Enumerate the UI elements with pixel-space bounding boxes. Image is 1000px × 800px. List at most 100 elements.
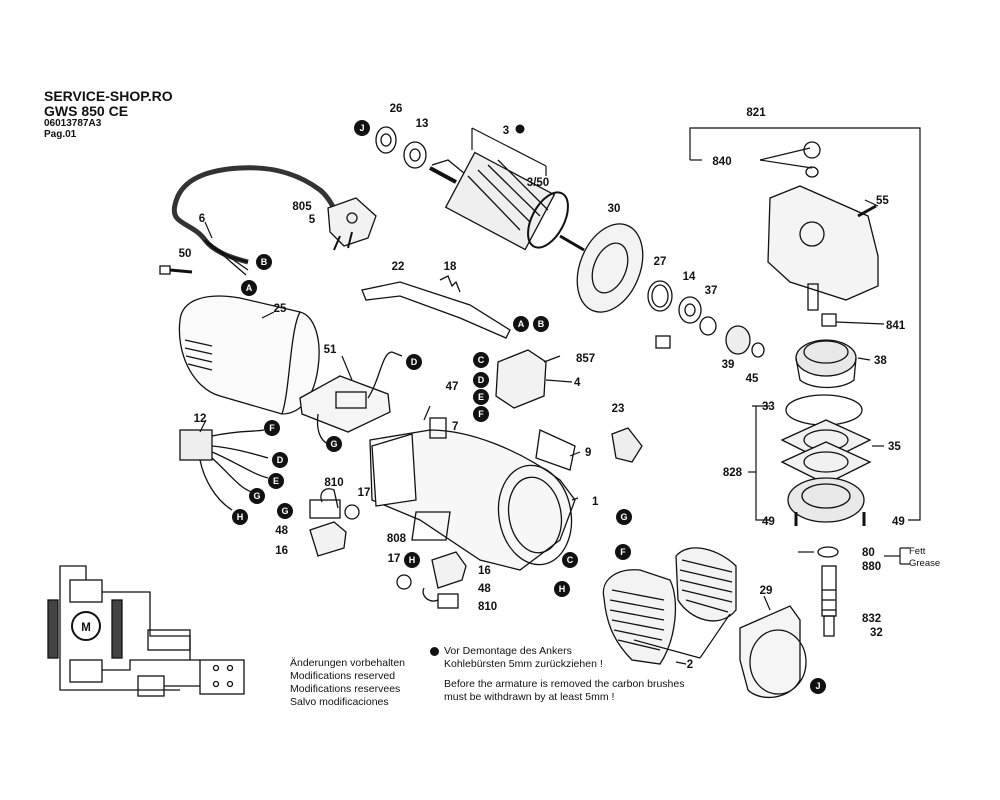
callout-49: 49: [762, 516, 775, 528]
connector-f: F: [478, 409, 484, 419]
connector-markers: B A J D G F D E G H G A B C D E F H G F …: [232, 120, 826, 694]
connector-g: G: [253, 491, 260, 501]
callout-4: 4: [574, 377, 581, 389]
callout-27: 27: [654, 256, 667, 268]
callout-857: 857: [576, 353, 595, 365]
callout-32: 32: [870, 627, 883, 639]
modifications-fr: Modifications reservees: [290, 683, 401, 695]
modifications-es: Salvo modificaciones: [290, 696, 389, 708]
connector-d: D: [411, 357, 418, 367]
connector-a: A: [246, 283, 253, 293]
bearing-part: [375, 126, 427, 169]
part-callouts: 26 13 3 3/50 30 805 5 6 50 22 18 25 51 2…: [179, 103, 906, 671]
connector-c: C: [567, 555, 574, 565]
callout-55: 55: [876, 195, 889, 207]
switch-lever-part: [361, 275, 511, 339]
connector-e: E: [478, 392, 484, 402]
connector-h: H: [237, 512, 244, 522]
field-coil-part: [602, 547, 737, 665]
power-cable-part: [171, 165, 343, 276]
callout-2: 2: [687, 659, 693, 671]
callout-808: 808: [387, 533, 407, 545]
callout-5: 5: [309, 214, 316, 226]
bevel-gear-part: [795, 339, 857, 389]
callout-832: 832: [862, 613, 881, 625]
callout-25: 25: [274, 303, 287, 315]
warning-de-line1: Vor Demontage des Ankers: [444, 645, 572, 657]
plug-part: [327, 197, 377, 251]
callout-810: 810: [324, 477, 343, 489]
callout-22: 22: [392, 261, 405, 273]
group-brackets: [199, 127, 921, 665]
modifications-de: Änderungen vorbehalten: [290, 657, 406, 669]
connector-g: G: [281, 506, 288, 516]
screw-part: [159, 265, 193, 275]
callout-80: 80: [862, 547, 875, 559]
electronic-module-part: [299, 351, 403, 445]
warning-en-line1: Before the armature is removed the carbo…: [444, 678, 685, 690]
warning-bullet: [430, 647, 439, 656]
callout-47: 47: [446, 381, 459, 393]
connector-c: C: [478, 355, 485, 365]
armature-part: [429, 151, 585, 252]
callout-50: 50: [179, 248, 192, 260]
callout-9: 9: [585, 447, 591, 459]
warning-de-line2: Kohlebürsten 5mm zurückziehen !: [444, 658, 603, 670]
rear-cap-part: [178, 295, 320, 415]
callout-18: 18: [444, 261, 457, 273]
callout-810: 810: [478, 601, 497, 613]
connector-b: B: [261, 257, 268, 267]
connector-d: D: [478, 375, 485, 385]
connector-j: J: [815, 681, 820, 691]
callout-17: 17: [388, 553, 401, 565]
flange-part: [780, 394, 872, 526]
motor-symbol-label: M: [81, 622, 91, 634]
callout-1: 1: [592, 496, 599, 508]
callout-821: 821: [746, 107, 766, 119]
callout-45: 45: [746, 373, 759, 385]
connector-h: H: [409, 555, 416, 565]
connector-g: G: [620, 512, 627, 522]
label-plate-part: [411, 417, 576, 541]
wiring-schematic: [47, 565, 245, 697]
spindle-part: [817, 546, 839, 637]
connector-j: J: [359, 123, 364, 133]
callout-37: 37: [705, 285, 718, 297]
carbon-brush-part: [309, 488, 467, 609]
grease-note: Fett Grease: [909, 546, 940, 570]
callout-12: 12: [194, 413, 207, 425]
grease-note-en: Grease: [909, 558, 941, 569]
callout-6: 6: [199, 213, 205, 225]
gear-housing-part: [767, 141, 879, 327]
armature-note-marker: [515, 124, 525, 134]
connector-e: E: [273, 476, 279, 486]
callout-841: 841: [886, 320, 906, 332]
gear-train-small-parts: [647, 280, 765, 358]
callout-3-50: 3/50: [527, 177, 549, 189]
connector-f: F: [620, 547, 626, 557]
callout-48: 48: [275, 525, 288, 537]
switch-part: [179, 429, 269, 511]
model-title: GWS 850 CE: [44, 103, 129, 119]
connector-h: H: [559, 584, 566, 594]
callout-7: 7: [452, 421, 458, 433]
callout-51: 51: [324, 344, 337, 356]
callout-30: 30: [608, 203, 621, 215]
callout-29: 29: [760, 585, 773, 597]
lock-button-part: [611, 427, 643, 463]
model-code: 06013787A3: [44, 118, 102, 129]
callout-26: 26: [390, 103, 403, 115]
callout-14: 14: [683, 271, 696, 283]
callout-17: 17: [358, 487, 371, 499]
callout-13: 13: [416, 118, 429, 130]
callout-39: 39: [722, 359, 735, 371]
callout-49: 49: [892, 516, 905, 528]
connector-f: F: [269, 423, 275, 433]
callout-16: 16: [275, 545, 288, 557]
callout-805: 805: [292, 201, 312, 213]
callout-3: 3: [503, 125, 509, 137]
armature-warning-note: Vor Demontage des Ankers Kohlebürsten 5m…: [444, 645, 684, 704]
grease-note-de: Fett: [909, 546, 926, 557]
callout-38: 38: [874, 355, 887, 367]
